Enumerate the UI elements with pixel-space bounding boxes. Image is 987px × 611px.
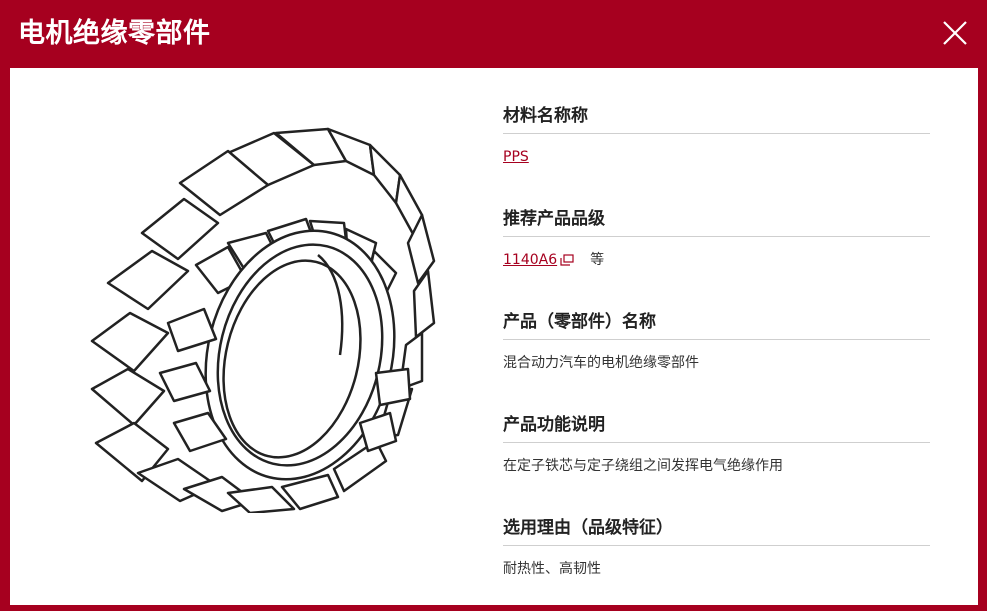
selection-reason-value: 耐热性、高韧性 (503, 561, 601, 577)
grade-link-text: 1140A6 (503, 252, 558, 268)
grade-suffix: 等 (590, 252, 605, 268)
close-icon (943, 21, 967, 45)
dialog-body: 材料名称称 PPS 推荐产品品级 1140A6 等 产品（零部件）名称 混合动力汽… (10, 68, 978, 605)
section-material-name: 材料名称称 PPS (503, 96, 930, 199)
part-name-label: 产品（零部件）名称 (503, 302, 930, 340)
section-selection-reason: 选用理由（品级特征） 耐热性、高韧性 (503, 508, 930, 611)
external-window-icon (560, 254, 574, 266)
grade-link[interactable]: 1140A6 (503, 252, 574, 268)
part-name-value: 混合动力汽车的电机绝缘零部件 (503, 355, 699, 371)
section-function: 产品功能说明 在定子铁芯与定子绕组之间发挥电气绝缘作用 (503, 405, 930, 508)
material-info: 材料名称称 PPS 推荐产品品级 1140A6 等 产品（零部件）名称 混合动力汽… (503, 96, 930, 611)
section-part-name: 产品（零部件）名称 混合动力汽车的电机绝缘零部件 (503, 302, 930, 405)
selection-reason-label: 选用理由（品级特征） (503, 508, 930, 546)
close-button[interactable] (940, 18, 970, 48)
dialog-title: 电机绝缘零部件 (18, 18, 211, 49)
material-name-label: 材料名称称 (503, 96, 930, 134)
recommended-grade-label: 推荐产品品级 (503, 199, 930, 237)
section-recommended-grade: 推荐产品品级 1140A6 等 (503, 199, 930, 302)
dialog-header: 电机绝缘零部件 (0, 0, 987, 68)
motor-insulator-ring-illustration (78, 123, 438, 515)
function-value: 在定子铁芯与定子绕组之间发挥电气绝缘作用 (503, 458, 783, 474)
function-label: 产品功能说明 (503, 405, 930, 443)
material-name-link[interactable]: PPS (503, 149, 529, 165)
